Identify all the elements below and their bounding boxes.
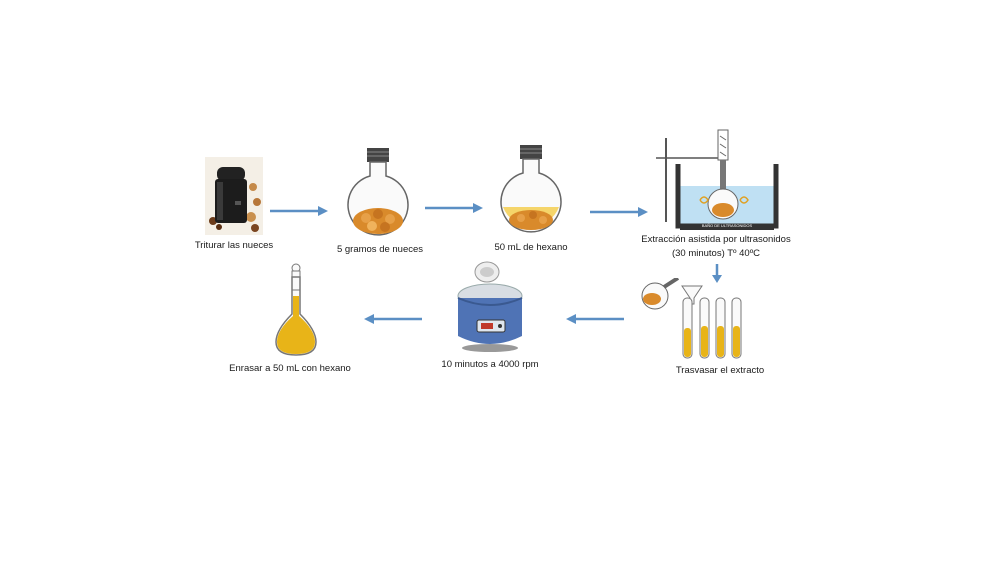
volumetric-flask-icon bbox=[275, 263, 317, 356]
round-flask-with-nuts-icon bbox=[347, 148, 409, 236]
arrow-left-icon bbox=[364, 314, 422, 324]
arrow-down-icon bbox=[712, 264, 722, 283]
ultrasonic-bath-icon bbox=[656, 129, 779, 230]
step-label-ultrasound-line2: (30 minutos) Tº 40ºC bbox=[671, 248, 761, 259]
step-label-weigh: 5 gramos de nueces bbox=[336, 244, 424, 255]
step-label-centrifuge: 10 minutos a 4000 rpm bbox=[441, 359, 539, 370]
step-label-grind: Triturar las nueces bbox=[194, 240, 274, 251]
bath-panel-text: BAÑO DE ULTRASONIDOS bbox=[701, 223, 753, 228]
test-tubes-funnel-icon bbox=[641, 278, 742, 359]
arrow-right-icon bbox=[425, 203, 483, 213]
coffee-grinder-icon bbox=[205, 157, 263, 235]
step-label-transfer: Trasvasar el extracto bbox=[675, 365, 765, 376]
step-label-ultrasound-line1: Extracción asistida por ultrasonidos bbox=[641, 234, 791, 245]
round-flask-with-hexane-icon bbox=[500, 145, 562, 233]
arrow-right-icon bbox=[590, 207, 648, 217]
arrow-right-icon bbox=[270, 206, 328, 216]
step-label-solvent: 50 mL de hexano bbox=[494, 242, 568, 253]
centrifuge-icon bbox=[457, 261, 523, 352]
arrow-left-icon bbox=[566, 314, 624, 324]
step-label-make-up: Enrasar a 50 mL con hexano bbox=[229, 363, 351, 374]
